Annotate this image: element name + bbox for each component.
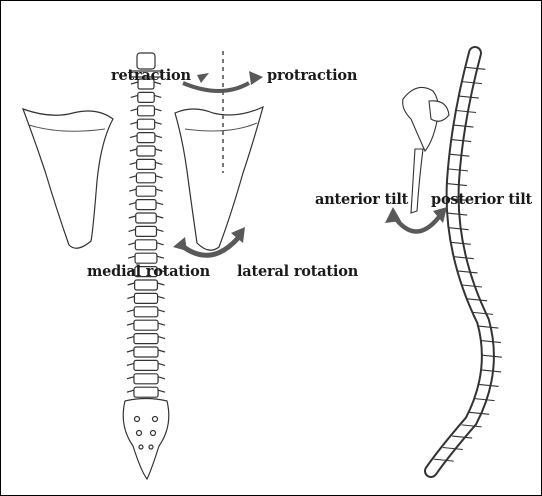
vertebra xyxy=(134,320,158,330)
vertebra xyxy=(137,119,154,129)
vertebra xyxy=(138,106,155,116)
vertebra xyxy=(136,200,156,210)
vertebra xyxy=(134,293,157,303)
vertebra xyxy=(136,213,157,223)
vertebra xyxy=(136,226,157,236)
vertebra xyxy=(134,387,158,397)
label-protraction: protraction xyxy=(267,67,357,84)
label-lateral-rotation: lateral rotation xyxy=(237,263,358,280)
vertebra xyxy=(135,253,157,263)
vertebra xyxy=(138,92,154,102)
vertebra xyxy=(135,280,158,290)
vertebra xyxy=(137,133,155,143)
vertebra xyxy=(137,159,156,169)
label-posterior-tilt: posterior tilt xyxy=(431,191,532,208)
retraction-arrow xyxy=(183,83,249,91)
tilt-arrow xyxy=(393,215,439,232)
vertebra xyxy=(134,374,158,384)
vertebra xyxy=(137,146,155,156)
label-retraction: retraction xyxy=(111,67,191,84)
vertebra xyxy=(134,307,158,317)
label-medial-rotation: medial rotation xyxy=(87,263,210,280)
vertebra xyxy=(136,173,155,183)
label-anterior-tilt: anterior tilt xyxy=(315,191,408,208)
vertebra xyxy=(135,240,156,250)
vertebra xyxy=(136,186,156,196)
vertebra xyxy=(134,360,158,370)
vertebra xyxy=(134,347,158,357)
vertebra xyxy=(134,334,158,344)
spine-lateral-view xyxy=(403,53,502,471)
right-scapula xyxy=(175,107,263,250)
